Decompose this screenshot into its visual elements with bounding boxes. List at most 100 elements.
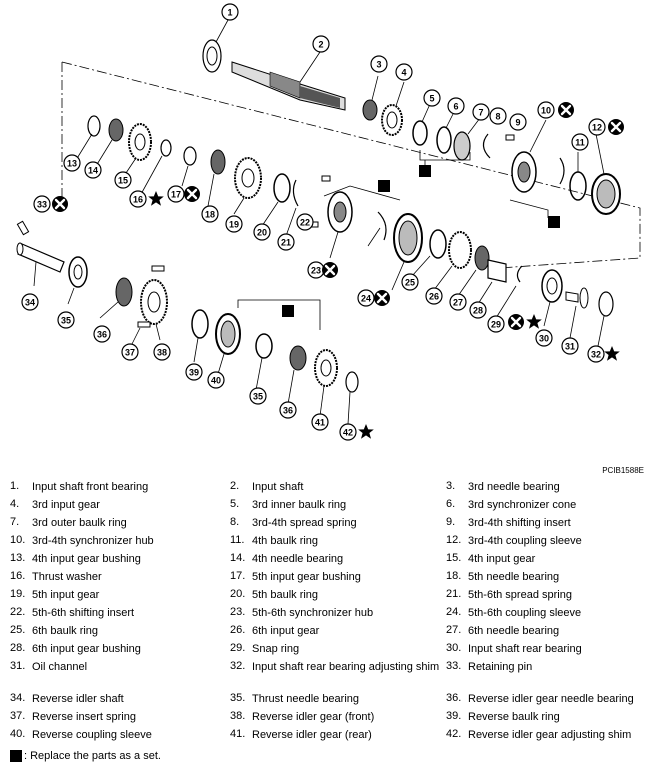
- callout-circle-30: [535, 329, 553, 347]
- callout-circle-10: [537, 101, 555, 119]
- 3rd-needle-bearing: [362, 75, 379, 121]
- legend-number: 41.: [230, 728, 246, 740]
- legend-part-name: 4th baulk ring: [252, 535, 319, 547]
- x-mark-icon: [182, 184, 202, 204]
- callout-number-17: 17: [171, 190, 181, 200]
- legend-number: 14.: [230, 552, 246, 564]
- legend-number: 33.: [446, 660, 462, 672]
- callout-circle-9: [509, 113, 527, 131]
- callout-circle-38: [153, 343, 171, 361]
- legend-part-name: 4th input gear bushing: [32, 553, 141, 565]
- legend-number: 3.: [446, 480, 456, 492]
- callout-circle-19: [225, 215, 243, 233]
- callout-number-8: 8: [495, 112, 500, 122]
- callout-number-31: 31: [565, 342, 575, 352]
- legend-part-name: 5th-6th coupling sleeve: [468, 607, 582, 619]
- legend-number: 40.: [10, 728, 26, 740]
- legend-number: 7.: [10, 516, 20, 528]
- x-mark-icon: [50, 194, 70, 214]
- exploded-view-diagram: 1234567891011121314151617181920212223242…: [16, 3, 641, 441]
- legend-part-name: 3rd-4th coupling sleeve: [468, 535, 582, 547]
- x-mark-icon: [606, 117, 626, 137]
- callout-circle-32: [587, 345, 605, 363]
- star-icon: [526, 314, 542, 329]
- legend-number: 31.: [10, 660, 26, 672]
- legend-part-name: 3rd needle bearing: [468, 481, 560, 493]
- callout-circle-8: [489, 107, 507, 125]
- callout-circle-39: [185, 363, 203, 381]
- legend-part-name: 6th input gear bushing: [32, 643, 141, 655]
- callout-circle-22: [296, 213, 314, 231]
- callout-number-29: 29: [491, 320, 501, 330]
- callout-number-35: 35: [61, 316, 71, 326]
- legend-part-name: 4th needle bearing: [252, 553, 344, 565]
- legend-part-name: 6th needle bearing: [468, 625, 560, 637]
- callout-circle-4: [395, 63, 413, 81]
- callout-circle-20: [253, 223, 271, 241]
- legend-part-name: 6th baulk ring: [32, 625, 99, 637]
- input-shaft-front-bearing: [202, 19, 229, 73]
- legend-part-name: Reverse idler gear needle bearing: [468, 693, 634, 705]
- 3rd-input-gear: [381, 81, 405, 136]
- legend-part-name: Reverse idler gear (front): [252, 711, 375, 723]
- callout-number-30: 30: [539, 334, 549, 344]
- legend-number: 11.: [230, 534, 245, 546]
- callout-number-42: 42: [343, 428, 353, 438]
- reverse-idler-group: [16, 220, 168, 345]
- legend-part-name: 5th input gear: [32, 589, 100, 601]
- callout-circle-36: [93, 325, 111, 343]
- legend-part-name: Reverse idler shaft: [32, 693, 124, 705]
- legend-part-name: Reverse coupling sleeve: [32, 729, 152, 741]
- callout-number-15: 15: [118, 176, 128, 186]
- legend-number: 5.: [230, 498, 240, 510]
- legend-number: 24.: [446, 606, 462, 618]
- legend-number: 38.: [230, 710, 246, 722]
- callout-circle-25: [401, 273, 419, 291]
- callout-circle-35: [57, 311, 75, 329]
- legend-part-name: 3rd input gear: [32, 499, 100, 511]
- legend-number: 35.: [230, 692, 246, 704]
- star-icon: [604, 346, 620, 361]
- callout-circle-7: [472, 103, 490, 121]
- x-mark-icon: [372, 288, 392, 308]
- callout-circle-33: [33, 195, 51, 213]
- black-square-icon: [10, 750, 22, 762]
- callout-number-35: 35: [253, 392, 263, 402]
- x-mark-icon: [506, 312, 526, 332]
- callout-number-41: 41: [315, 418, 325, 428]
- legend-part-name: 5th-6th shifting insert: [32, 607, 135, 619]
- callout-circle-21: [277, 233, 295, 251]
- legend-part-name: 5th input gear bushing: [252, 571, 361, 583]
- legend-part-name: 5th baulk ring: [252, 589, 319, 601]
- legend-number: 21.: [446, 588, 462, 600]
- callout-number-37: 37: [125, 348, 135, 358]
- legend-part-name: Reverse idler gear adjusting shim: [468, 729, 632, 741]
- legend-number: 19.: [10, 588, 26, 600]
- callout-number-19: 19: [229, 220, 239, 230]
- callout-number-12: 12: [592, 123, 602, 133]
- legend-number: 10.: [10, 534, 26, 546]
- callout-circle-5: [423, 89, 441, 107]
- legend-number: 30.: [446, 642, 462, 654]
- legend-part-name: 3rd-4th shifting insert: [468, 517, 571, 529]
- legend-number: 2.: [230, 480, 240, 492]
- legend-number: 39.: [446, 710, 462, 722]
- callout-circle-28: [469, 301, 487, 319]
- callout-number-28: 28: [473, 306, 483, 316]
- legend-part-name: Snap ring: [252, 643, 300, 655]
- legend-number: 16.: [10, 570, 26, 582]
- legend-part-name: Reverse insert spring: [32, 711, 136, 723]
- figure-code: PCIB1588E: [602, 466, 644, 475]
- callout-number-38: 38: [157, 348, 167, 358]
- legend-number: 29.: [230, 642, 246, 654]
- callout-circle-6: [447, 97, 465, 115]
- callout-number-39: 39: [189, 368, 199, 378]
